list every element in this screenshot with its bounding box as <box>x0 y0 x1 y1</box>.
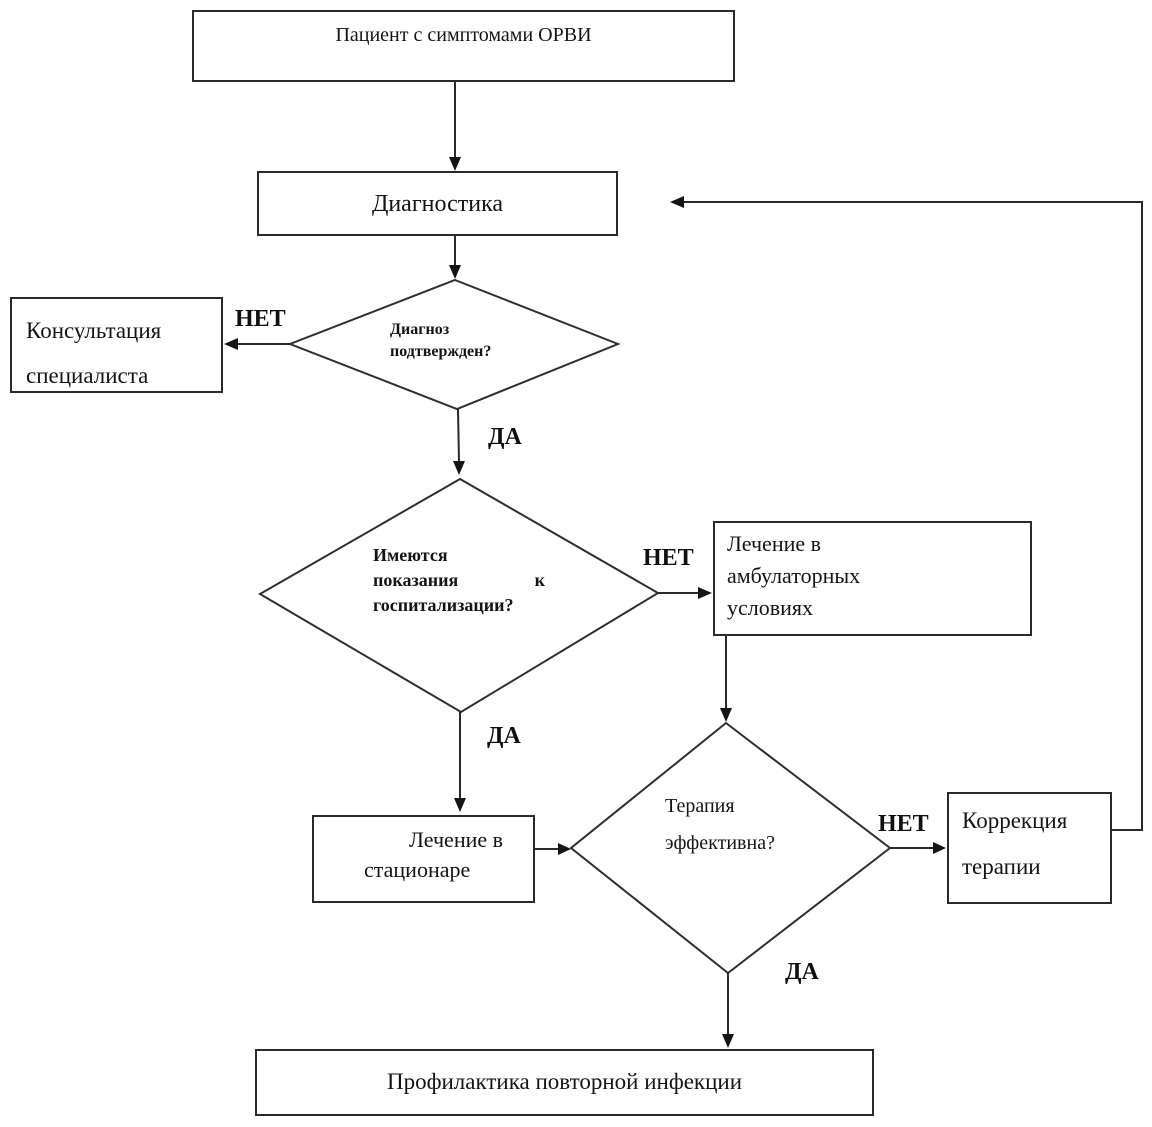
decision-hospitalization-line2: показания к <box>373 568 545 593</box>
decision-diagnosis-confirmed-text: Диагноз подтвержден? <box>390 319 491 363</box>
arrowhead-diagnosis-to-consultation <box>224 338 238 350</box>
edge-label-yes-1: ДА <box>488 424 522 450</box>
arrowhead-outpatient-to-therapy <box>720 708 732 722</box>
edge-diagnosis-yes-to-hospitalization <box>457 408 460 463</box>
decision-hospitalization-line3: госпитализации? <box>373 595 514 615</box>
node-prevention: Профилактика повторной инфекции <box>255 1049 874 1116</box>
decision-therapy-effective-text: Терапия эффективна? <box>665 788 775 862</box>
node-consultation-line2: специалиста <box>26 363 149 388</box>
decision-diagnosis-line1: Диагноз <box>390 321 450 338</box>
node-patient-symptoms: Пациент с симптомами ОРВИ <box>192 10 735 82</box>
arrowhead-therapy-to-prevention <box>722 1034 734 1048</box>
node-therapy-correction: Коррекция терапии <box>947 792 1112 904</box>
node-outpatient-line1: Лечение в <box>727 531 822 556</box>
node-consultation-line1: Консультация <box>26 318 162 343</box>
decision-hospitalization-line2b: к <box>534 570 545 590</box>
arrowhead-therapy-to-correction <box>933 842 946 854</box>
node-inpatient-treatment: Лечение в стационаре <box>312 815 535 903</box>
edge-label-yes-3: ДА <box>785 959 819 985</box>
edge-label-no-2: НЕТ <box>643 545 694 571</box>
node-prevention-label: Профилактика повторной инфекции <box>386 1069 743 1095</box>
edge-label-no-1: НЕТ <box>235 306 286 332</box>
decision-therapy-line2: эффективна? <box>665 832 775 854</box>
decision-diagnosis-confirmed-shape <box>287 278 621 411</box>
arrowhead-diagnostics-to-diagnosis <box>449 265 461 279</box>
node-correction-line2: терапии <box>962 854 1041 879</box>
arrowhead-patient-to-diagnostics <box>449 157 461 171</box>
arrowhead-feedback-to-diagnostics <box>670 196 684 208</box>
node-correction-line1: Коррекция <box>962 808 1068 833</box>
node-patient-symptoms-label: Пациент с симптомами ОРВИ <box>335 24 592 46</box>
arrowhead-hospitalization-to-outpatient <box>698 587 712 599</box>
node-consultation: Консультация специалиста <box>10 297 223 393</box>
arrowhead-inpatient-to-therapy <box>558 843 571 855</box>
node-inpatient-line2: стационаре <box>364 857 471 882</box>
decision-diagnosis-line2: подтвержден? <box>390 343 492 360</box>
node-inpatient-line1: Лечение в <box>409 827 504 852</box>
decision-hospitalization-line2a: показания <box>373 570 459 590</box>
decision-therapy-line1: Терапия <box>665 795 735 817</box>
node-outpatient-line2: амбулаторных <box>727 563 861 588</box>
node-outpatient-line3: условиях <box>727 595 814 620</box>
arrowhead-diagnosis-to-hospitalization <box>453 461 465 475</box>
edge-correction-feedback-to-diagnostics <box>684 201 1143 831</box>
node-diagnostics-label: Диагностика <box>371 190 504 217</box>
edge-label-no-3: НЕТ <box>878 811 929 837</box>
node-diagnostics: Диагностика <box>257 171 618 236</box>
node-outpatient-treatment: Лечение в амбулаторных условиях <box>713 521 1032 636</box>
edge-label-yes-2: ДА <box>487 723 521 749</box>
arrowhead-hospitalization-to-inpatient <box>454 798 466 812</box>
decision-hospitalization-text: Имеются показания к госпитализации? <box>373 543 545 618</box>
decision-hospitalization-line1: Имеются <box>373 545 448 565</box>
